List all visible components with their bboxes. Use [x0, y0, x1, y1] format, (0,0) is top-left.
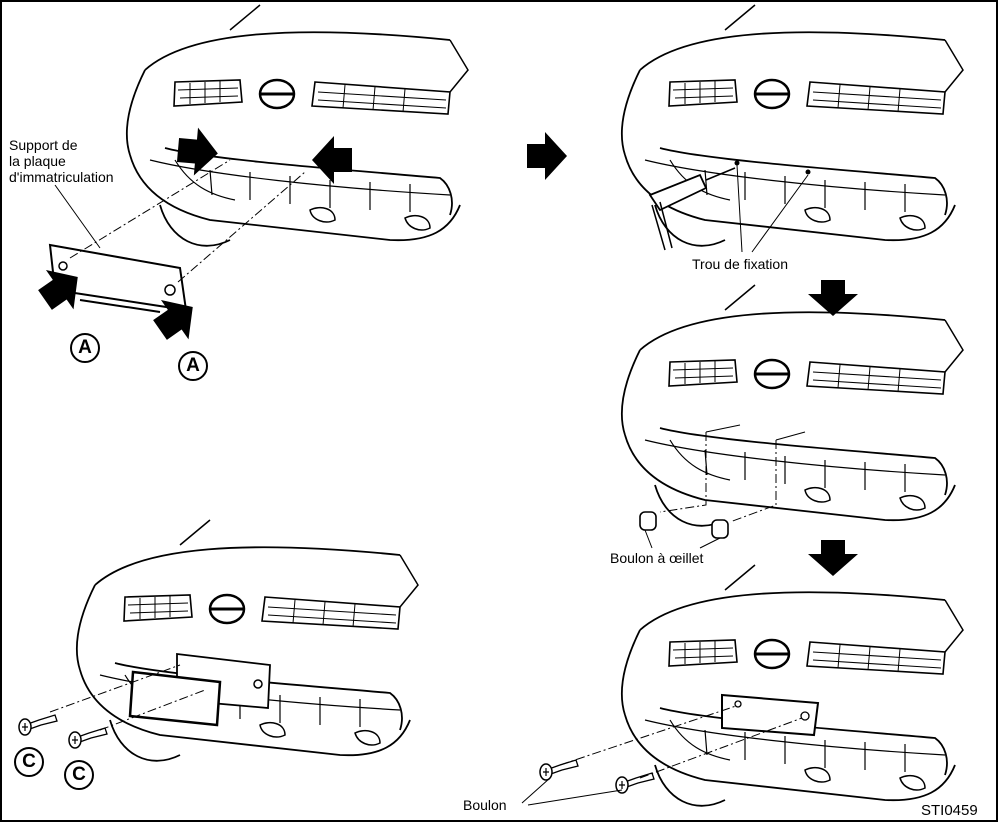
panel-top-left — [31, 3, 470, 350]
panel-bottom-left — [18, 518, 420, 763]
callout-c-right: C — [64, 760, 94, 790]
panel-middle-right — [620, 283, 965, 549]
label-support-line2: la plaque — [9, 153, 66, 169]
label-trou-de-fixation: Trou de fixation — [692, 256, 788, 272]
label-boulon: Boulon — [463, 797, 507, 813]
label-boulon-a-oeillet: Boulon à œillet — [610, 550, 704, 566]
panel-bottom-right — [521, 563, 965, 808]
step-arrow-down-1 — [808, 280, 858, 316]
label-support-line3: d'immatriculation — [9, 169, 114, 185]
step-arrow-right — [527, 132, 567, 180]
panel-top-right — [620, 3, 965, 253]
label-support-line1: Support de — [9, 137, 78, 153]
figure-code: STI0459 — [921, 802, 978, 819]
step-arrow-down-2 — [808, 540, 858, 576]
callout-c-left: C — [14, 747, 44, 777]
callout-a-right: A — [178, 351, 208, 381]
callout-a-left: A — [70, 333, 100, 363]
